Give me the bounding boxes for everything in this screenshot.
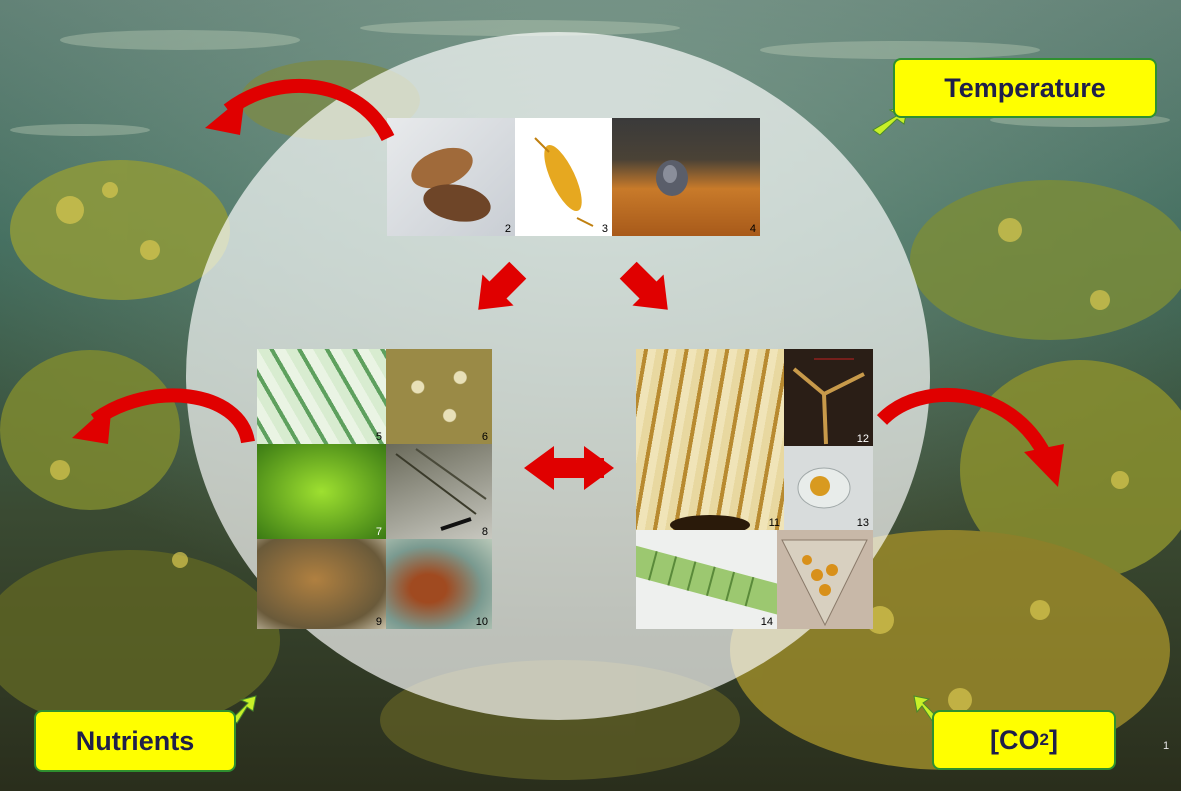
temperature-text: Temperature [944,73,1106,104]
nutrients-text: Nutrients [76,726,195,757]
slide-number: 1 [1163,740,1169,752]
double-arrow-icon [524,446,614,490]
curved-arrow-top-left [205,86,388,138]
label-nutrients: Nutrients [34,710,236,772]
arrow-down-right [613,255,684,326]
label-temperature: Temperature [893,58,1157,118]
curved-arrow-left [72,395,248,444]
co2-subscript: 2 [1040,730,1049,750]
co2-suffix: ] [1049,725,1058,756]
co2-prefix: [CO [990,725,1040,756]
curved-arrow-right [882,395,1064,487]
arrow-down-left [463,255,534,326]
